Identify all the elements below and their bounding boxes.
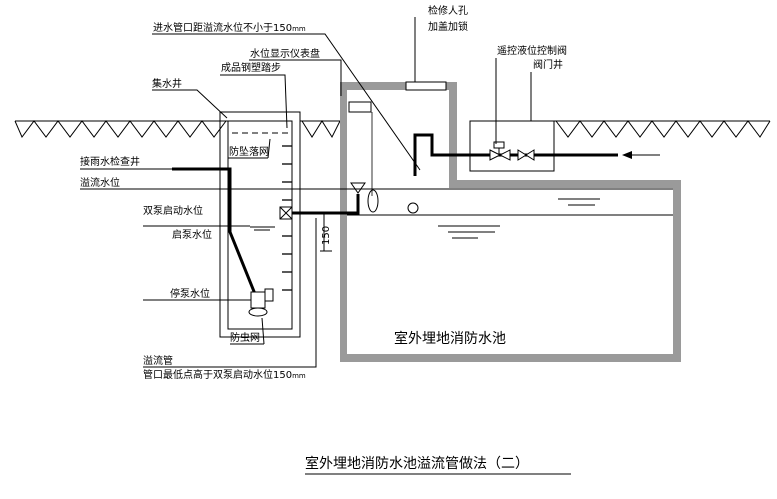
overflow-funnel xyxy=(350,182,366,194)
sump-level-marks xyxy=(250,226,275,231)
manhole-cover xyxy=(405,81,447,91)
sump-label: 集水井 xyxy=(152,77,182,90)
overflow-note-label: 管口最低点高于双泵启动水位150mm xyxy=(143,368,306,381)
ground-surface xyxy=(14,120,771,139)
pump-start-level-label: 启泵水位 xyxy=(172,228,212,241)
remote-level-valve xyxy=(489,141,535,161)
fall-net-label: 防坠落网 xyxy=(229,145,269,158)
inspection-hole-note: 加盖加锁 xyxy=(428,20,468,33)
steps-label: 成品钢塑踏步 xyxy=(221,61,281,74)
leader-lines xyxy=(80,17,532,368)
sump-pump xyxy=(247,288,274,317)
float-ball xyxy=(367,189,379,213)
dual-pump-level-label: 双泵启动水位 xyxy=(143,204,203,217)
overflow-pipe-label: 溢流管 xyxy=(143,354,173,367)
pump-stop-level-label: 停泵水位 xyxy=(170,287,210,300)
level-gauge-panel xyxy=(348,101,372,113)
valve-well-label: 阀门井 xyxy=(533,58,563,71)
rain-well-label: 接雨水检查井 xyxy=(80,155,140,168)
fire-water-tank xyxy=(340,82,681,362)
valve-well xyxy=(469,120,555,172)
remote-valve-label: 遥控液位控制阀 xyxy=(497,44,567,57)
level-gauge-label: 水位显示仪表盘 xyxy=(250,47,320,60)
insect-net-label: 防虫网 xyxy=(230,331,260,344)
dimension-150-text: 150 xyxy=(321,226,332,245)
insect-screen-box xyxy=(279,206,293,220)
dimension-150 xyxy=(320,213,332,252)
tank-water-level xyxy=(347,188,673,239)
overflow-level-label: 溢流水位 xyxy=(80,176,120,189)
inlet-distance-label: 进水管口距溢流水位不小于150mm xyxy=(153,21,306,34)
steel-plastic-steps xyxy=(282,145,292,291)
tank-label: 室外埋地消防水池 xyxy=(394,330,506,347)
sump-well xyxy=(219,111,301,338)
drawing-title: 室外埋地消防水池溢流管做法（二） xyxy=(305,455,529,472)
level-sensor xyxy=(407,202,419,214)
inflow-arrow xyxy=(622,151,660,159)
inspection-hole-label: 检修人孔 xyxy=(428,4,468,17)
